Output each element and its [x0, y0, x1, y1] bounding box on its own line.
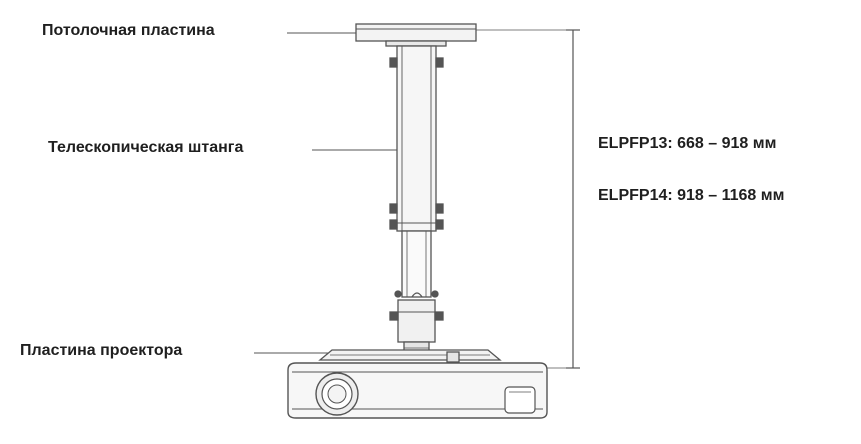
- ceiling-plate-label: Потолочная пластина: [42, 22, 215, 39]
- telescopic-rod-label: Телескопическая штанга: [48, 139, 244, 156]
- projector-body: [287, 362, 548, 419]
- spec-elpfp14: ELPFP14: 918 – 1168 мм: [598, 187, 785, 204]
- projector-plate: [318, 349, 502, 363]
- mount-adapter-joint: [389, 299, 444, 355]
- projector-plate-label: Пластина проектора: [20, 342, 183, 359]
- dimension-line: [476, 29, 580, 369]
- telescopic-rod-inner-tube: [394, 230, 439, 298]
- spec-elpfp13: ELPFP13: 668 – 918 мм: [598, 135, 777, 152]
- telescopic-rod-outer-tube: [389, 45, 444, 232]
- ceiling-plate: [355, 23, 477, 47]
